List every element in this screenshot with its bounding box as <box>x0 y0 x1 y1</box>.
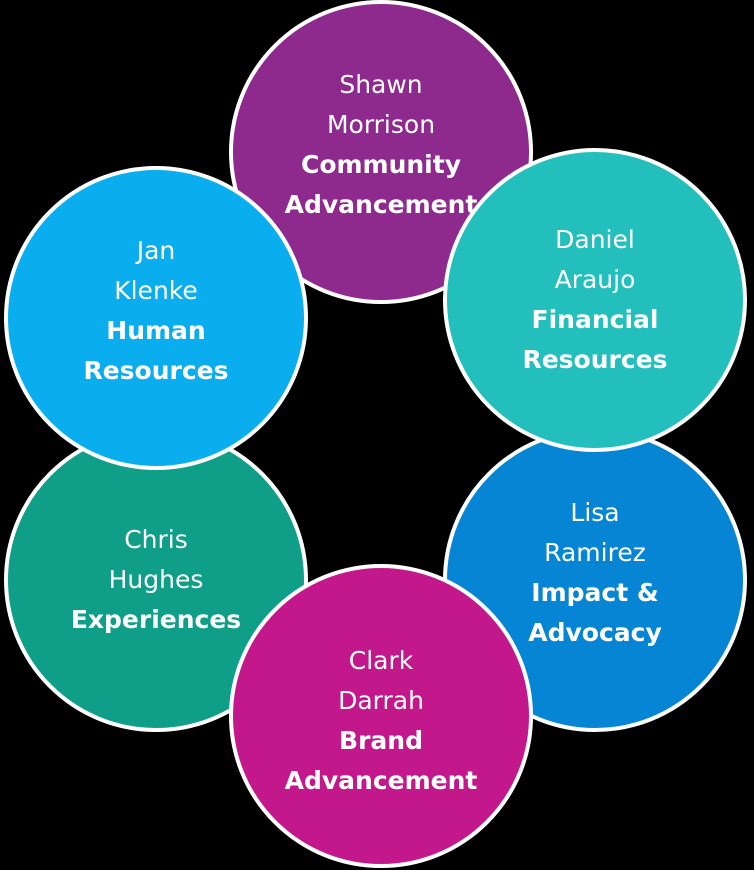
role-line-2: Resources <box>83 356 229 385</box>
person-last-name: Araujo <box>554 265 636 294</box>
person-last-name: Ramirez <box>544 538 646 567</box>
person-first-name: Lisa <box>570 498 620 527</box>
circle-text: Jan Klenke Human Resources <box>83 231 228 391</box>
circle-text: Clark Darrah Brand Advancement <box>285 641 478 801</box>
circle-brand-advancement: Clark Darrah Brand Advancement <box>229 564 533 868</box>
person-first-name: Jan <box>136 236 176 265</box>
circle-text: Lisa Ramirez Impact & Advocacy <box>528 493 662 653</box>
person-last-name: Hughes <box>108 565 204 594</box>
person-first-name: Clark <box>348 646 414 675</box>
circle-text: Shawn Morrison Community Advancement <box>285 65 478 225</box>
person-first-name: Daniel <box>555 225 635 254</box>
role-line-1: Impact & <box>531 578 659 607</box>
person-first-name: Shawn <box>339 70 423 99</box>
role-line-2: Advancement <box>284 766 478 795</box>
circle-impact-advocacy: Lisa Ramirez Impact & Advocacy <box>443 428 747 732</box>
role-line-2: Advancement <box>284 190 478 219</box>
circle-human-resources: Jan Klenke Human Resources <box>4 166 308 470</box>
person-last-name: Morrison <box>326 110 436 139</box>
role-line-2: Advocacy <box>528 618 662 647</box>
role-line-1: Brand <box>339 726 423 755</box>
role-line-1: Experiences <box>70 605 242 634</box>
role-line-1: Financial <box>531 305 659 334</box>
person-last-name: Darrah <box>338 686 424 715</box>
role-line-1: Community <box>300 150 462 179</box>
circle-text: Daniel Araujo Financial Resources <box>522 220 667 380</box>
circle-financial-resources: Daniel Araujo Financial Resources <box>443 148 747 452</box>
role-line-2: Resources <box>522 345 668 374</box>
person-last-name: Klenke <box>114 276 198 305</box>
person-first-name: Chris <box>124 525 188 554</box>
circle-text: Chris Hughes Experiences <box>71 520 241 640</box>
role-line-1: Human <box>106 316 206 345</box>
